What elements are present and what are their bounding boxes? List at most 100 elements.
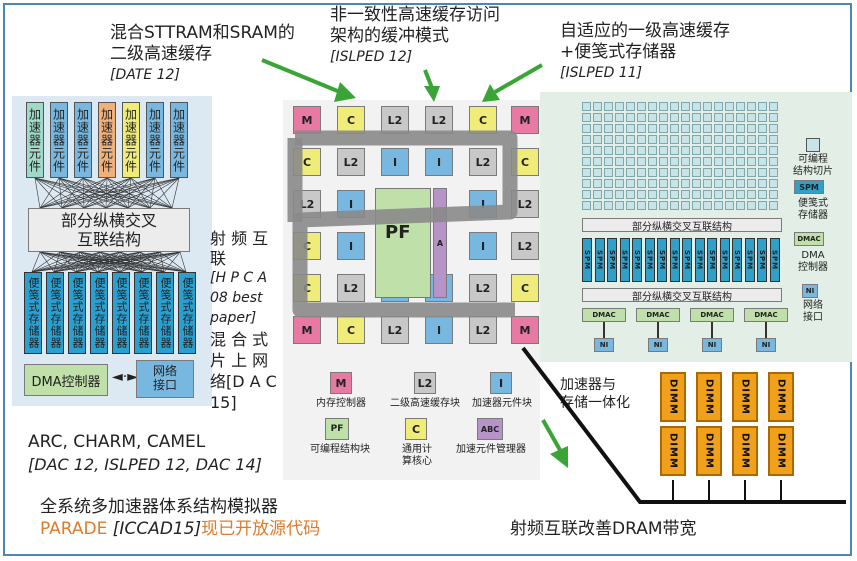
spm-block: SPM: [757, 238, 767, 282]
crossbar-link: [34, 178, 173, 208]
buffer-link: [31, 252, 181, 272]
buffer-link: [59, 252, 121, 272]
buffer-link: [163, 252, 181, 272]
fabric-slice: [659, 102, 668, 111]
fabric-slice: [703, 168, 712, 177]
buffer-link: [99, 252, 187, 272]
fabric-slice: [582, 157, 591, 166]
crossbar-link: [105, 178, 132, 208]
buffer-link: [139, 252, 165, 272]
anno-topcenter-line2: 架构的缓冲模式: [330, 26, 449, 46]
fabric-slice: [758, 102, 767, 111]
buffer-link: [141, 252, 181, 272]
fabric-slice: [604, 179, 613, 188]
crossbar-link: [105, 178, 108, 208]
fabric-slice: [714, 124, 723, 133]
fabric-slice: [714, 168, 723, 177]
fabric-slice: [604, 146, 613, 155]
fabric-slice: [593, 124, 602, 133]
fabric-slice: [648, 102, 657, 111]
crossbar-link: [127, 178, 156, 208]
grid-tile: I: [469, 232, 497, 260]
fabric-slice: [593, 113, 602, 122]
crossbar-link: [39, 178, 84, 208]
fabric-slice: [725, 113, 734, 122]
anno-sim: 全系统多加速器体系结构模拟器: [40, 497, 278, 517]
fabric-slice: [747, 113, 756, 122]
spm-legend-label: 便笺式 存储器: [798, 198, 828, 221]
grid-tile: C: [293, 232, 321, 260]
crossbar-link: [58, 178, 85, 208]
buffer-link: [75, 252, 181, 272]
ni-legend-label: 网络 接口: [803, 300, 823, 323]
grid-tile: M: [293, 316, 321, 344]
scratchpad-buffer: 便笺式存储器: [24, 272, 42, 354]
fabric-slice: [747, 190, 756, 199]
buffer-link: [79, 252, 99, 272]
fabric-slice: [637, 179, 646, 188]
fabric-slice: [637, 124, 646, 133]
legend-abc-label: 加速元件管理器: [456, 444, 526, 455]
right-crossbar-bottom: 部分纵横交叉互联结构: [582, 288, 782, 303]
fabric-slice: [604, 113, 613, 122]
dmac-ni-link: [657, 322, 659, 338]
fabric-slice: [769, 102, 778, 111]
crossbar-link: [127, 178, 180, 208]
buffer-link: [159, 252, 187, 272]
dma-controller: DMA控制器: [24, 364, 108, 396]
crossbar-link: [83, 178, 132, 208]
fabric-slice: [626, 102, 635, 111]
anno-parade-line: PARADE [ICCAD15]现已开放源代码: [40, 519, 321, 539]
fabric-slice: [736, 113, 745, 122]
fabric-slice: [659, 146, 668, 155]
fabric-slice: [648, 146, 657, 155]
crossbar-link: [34, 178, 41, 208]
fabric-slice: [692, 146, 701, 155]
fabric-slice: [736, 135, 745, 144]
crossbar-link: [149, 178, 180, 208]
fabric-slice: [725, 135, 734, 144]
fabric-slice: [758, 157, 767, 166]
fabric-slice: [692, 124, 701, 133]
fabric-slice: [769, 201, 778, 210]
fabric-slice: [626, 190, 635, 199]
chip-tile-grid: MCL2L2CMCL2IIL2CL2IIL2CIIL2CL2IIL2CMCL2I…: [283, 100, 540, 360]
buffer-link: [119, 252, 165, 272]
spm-block: SPM: [657, 238, 667, 282]
buffer-links: [31, 252, 187, 272]
buffer-link: [79, 252, 165, 272]
grid-tile: C: [511, 148, 539, 176]
fabric-slice: [670, 135, 679, 144]
fabric-slice: [681, 146, 690, 155]
fabric-slice: [692, 135, 701, 144]
fabric-slice: [736, 190, 745, 199]
crossbar-link: [82, 178, 151, 208]
grid-tile: L2: [511, 232, 539, 260]
fabric-slice: [758, 113, 767, 122]
dimm-module: DIMM: [696, 372, 722, 422]
crossbar-link: [105, 178, 180, 208]
buffer-link: [179, 252, 187, 272]
fabric-slice: [670, 157, 679, 166]
dmac-block: DMAC: [690, 308, 734, 322]
fabric-slice: [637, 190, 646, 199]
grid-tile: I: [425, 148, 453, 176]
fabric-slice: [703, 124, 712, 133]
accelerator-element: 加速器元件: [146, 102, 164, 178]
anno-memaccel-line1: 加速器与: [560, 377, 616, 393]
fabric-slice: [736, 102, 745, 111]
fabric-slice: [747, 124, 756, 133]
fabric-slice: [626, 168, 635, 177]
accelerator-element: 加速器元件: [122, 102, 140, 178]
ni-block: NI: [594, 338, 614, 352]
grid-tile: C: [337, 106, 365, 134]
crossbar-link: [58, 178, 63, 208]
fabric-slice: [736, 168, 745, 177]
buffer-link: [97, 252, 181, 272]
fabric-slice: [648, 190, 657, 199]
fabric-slice: [758, 124, 767, 133]
fabric-slice: [582, 146, 591, 155]
dimm-module: DIMM: [768, 426, 794, 476]
fabric-slice: [769, 113, 778, 122]
scratchpad-buffer: 便笺式存储器: [90, 272, 108, 354]
